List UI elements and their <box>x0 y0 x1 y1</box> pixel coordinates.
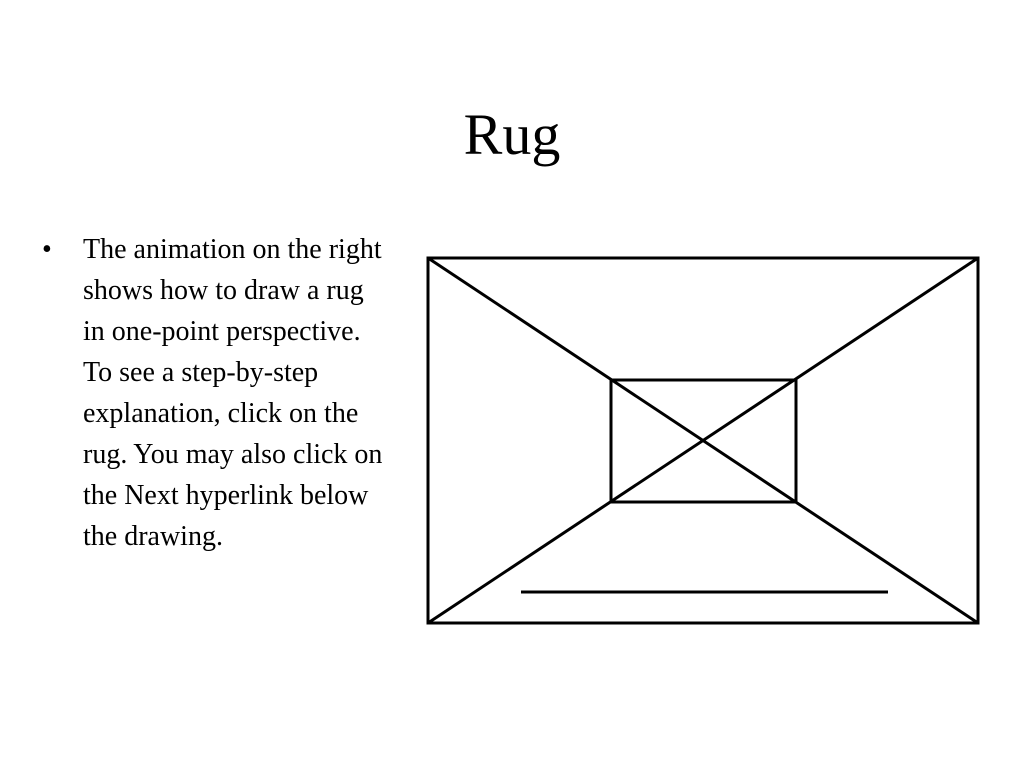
bullet-text: The animation on the right shows how to … <box>83 234 383 552</box>
bullet-item: • The animation on the right shows how t… <box>40 229 390 557</box>
rug-rectangle[interactable] <box>609 378 798 504</box>
slide-title: Rug <box>463 102 561 167</box>
diagonal-line-2 <box>427 256 979 625</box>
bullet-dot-icon: • <box>42 234 52 265</box>
outer-frame <box>426 256 980 625</box>
bullet-list: • The animation on the right shows how t… <box>40 229 390 557</box>
